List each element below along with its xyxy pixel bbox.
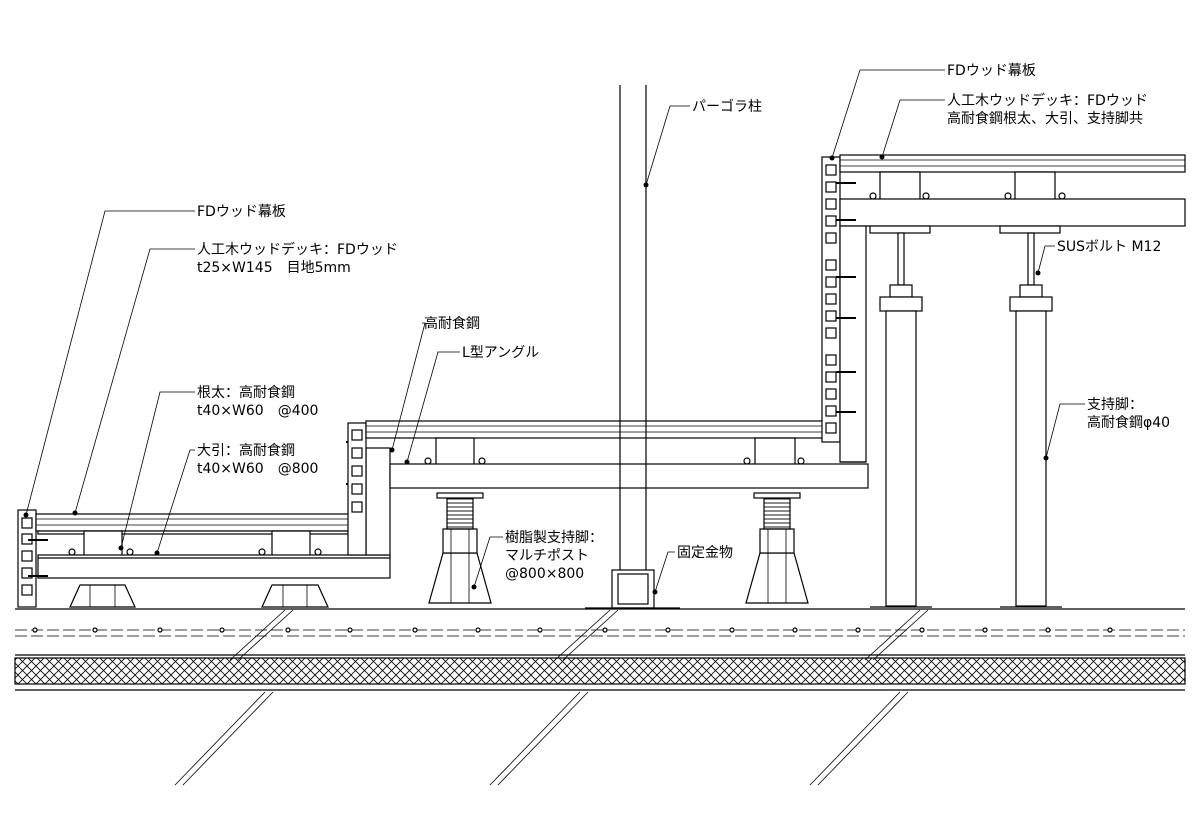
label-steel-leg-1: 支持脚： xyxy=(1087,397,1143,413)
label-deck-right-2: 高耐食鋼根太、大引、支持脚共 xyxy=(947,110,1143,127)
label-deck-left-2: t25×W145 目地5mm xyxy=(197,260,351,276)
label-fd-fascia-right: FDウッド幕板 xyxy=(947,63,1036,79)
pergola-post xyxy=(585,85,680,609)
label-resin-support-2: マルチポスト xyxy=(505,548,589,564)
beam-right xyxy=(839,198,1186,227)
gravel-layer xyxy=(14,657,1186,685)
leader-lines xyxy=(23,69,1085,595)
beam-left xyxy=(37,554,391,579)
anchor-dots xyxy=(32,627,1113,633)
joist-left xyxy=(83,530,311,555)
label-high-corrosion-steel: 高耐食鋼 xyxy=(424,315,480,332)
label-resin-support-3: @800×800 xyxy=(505,566,584,582)
l-angle-right xyxy=(839,225,867,463)
bolts-right xyxy=(836,182,856,413)
label-pergola-post: パーゴラ柱 xyxy=(692,98,762,115)
resin-support-base-left xyxy=(69,584,329,608)
label-l-angle: L型アングル xyxy=(462,345,539,361)
labels: FDウッド幕板 人工木ウッドデッキ：FDウッド t25×W145 目地5mm 高… xyxy=(197,63,1170,582)
label-deck-left-1: 人工木ウッドデッキ：FDウッド xyxy=(197,241,398,258)
label-fixing-hardware: 固定金物 xyxy=(677,545,733,561)
middle-deck xyxy=(347,420,869,604)
deck-board-right xyxy=(839,154,1186,173)
steel-support-legs xyxy=(870,310,1062,608)
lower-left-deck xyxy=(17,441,391,608)
label-beam-1: 大引：高耐食鋼 xyxy=(197,442,295,459)
label-joist-2: t40×W60 @400 xyxy=(197,403,318,419)
label-resin-support-1: 樹脂製支持脚： xyxy=(505,530,603,546)
l-angle-left xyxy=(365,447,391,556)
fascia-board-left xyxy=(17,509,37,608)
resin-support-post-2 xyxy=(745,492,809,604)
deck-board-mid xyxy=(365,420,865,439)
sus-bolts xyxy=(869,225,1061,312)
label-joist-1: 根太：高耐食鋼 xyxy=(197,384,295,401)
beam-mid xyxy=(389,463,869,489)
deck-board-left xyxy=(35,513,367,532)
label-sus-bolt: SUSボルト M12 xyxy=(1057,239,1161,255)
fascia-board-mid xyxy=(347,422,367,556)
label-steel-leg-2: 高耐食鋼φ40 xyxy=(1087,414,1170,431)
resin-support-post-1 xyxy=(428,492,492,604)
label-fd-fascia-left: FDウッド幕板 xyxy=(197,204,286,220)
label-deck-right-1: 人工木ウッドデッキ：FDウッド xyxy=(947,92,1148,109)
label-beam-2: t40×W60 @800 xyxy=(197,461,318,477)
upper-right-deck xyxy=(821,154,1186,608)
foundation xyxy=(14,608,1186,786)
